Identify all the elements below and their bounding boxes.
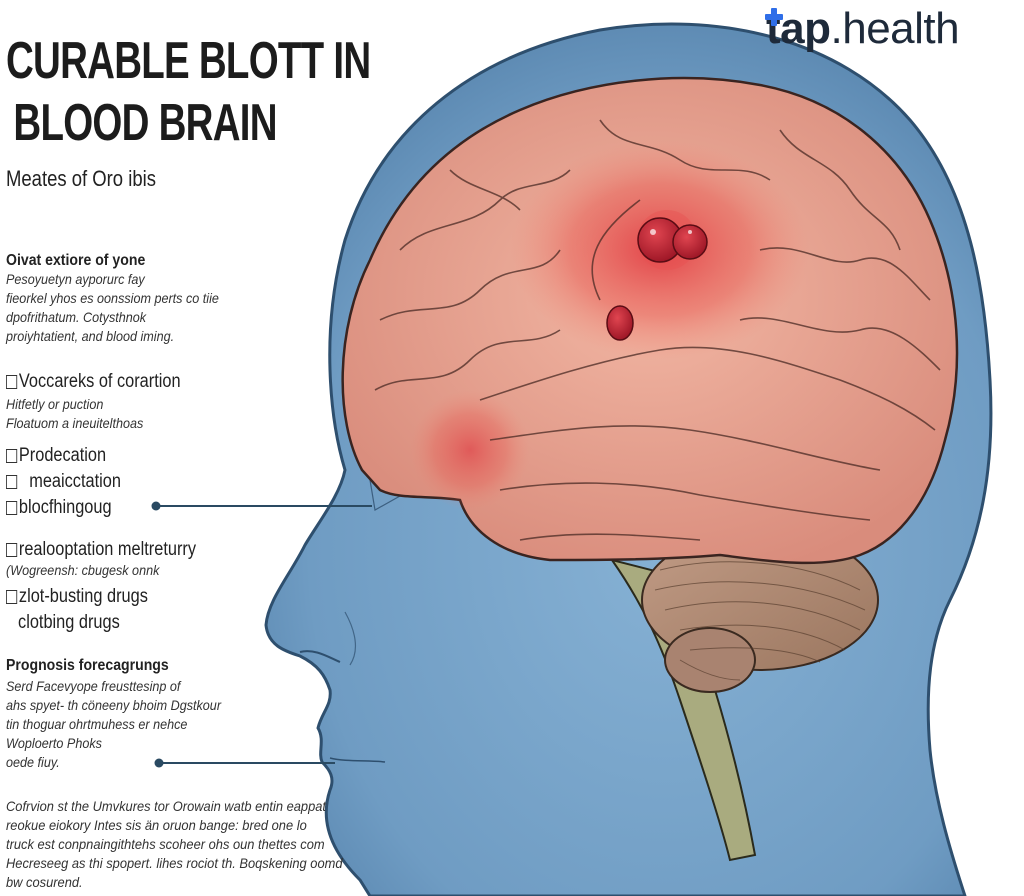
paragraph-line: Cofrvion st the Umvkures tor Orowain wat…: [6, 798, 327, 814]
paragraph-line: Hecreseeg as thi spopert. lihes rociot t…: [6, 855, 343, 871]
logo-tap: tap: [765, 4, 831, 53]
paragraph-line: reokue eiokory Intes sis än oruon bange:…: [6, 817, 307, 833]
section-line: fieorkel yhos es oonssiom perts co tiie: [6, 290, 219, 306]
section-line: Serd Facevyope freusttesinp of: [6, 678, 181, 694]
section-line: oede fiuy.: [6, 754, 60, 770]
logo-health: .health: [830, 4, 960, 53]
checkbox-icon: [6, 375, 18, 389]
title-line-1: CURABLE BLOTT IN: [6, 32, 371, 90]
checkbox-icon: [6, 475, 18, 489]
section-line: ahs spyet- th cöneeny bhoim Dgstkour: [6, 697, 222, 713]
section-heading: Prognosis forecagrungs: [6, 657, 169, 674]
checklist-heading: Voccareks of corartion: [6, 369, 181, 395]
section-heading: Oivat extiore of yone: [6, 252, 146, 269]
section-prognosis: Prognosis forecagrungs Serd Facevyope fr…: [6, 657, 245, 772]
checklist: Prodecation meaicctation blocfhingoug: [6, 443, 140, 521]
checkbox-icon: [6, 501, 18, 515]
checklist-note: (Wogreensh: cbugesk onnk: [6, 562, 160, 578]
checkbox-icon: [6, 590, 18, 604]
checklist-item: meaicctation: [6, 469, 121, 495]
section-line: Woploerto Phoks: [6, 735, 102, 751]
section-causes: Voccareks of corartion Hitfetly or pucti…: [6, 369, 209, 433]
section-line: dpofrithatum. Cotysthnok: [6, 309, 147, 325]
section-overview: Oivat extiore of yone Pesoyuetyn ayporur…: [6, 252, 243, 346]
title-line-2: BLOOD BRAIN: [13, 94, 277, 152]
tap-health-logo: tap.health: [765, 4, 960, 54]
checklist-item: clotbing drugs: [18, 612, 120, 633]
footer-paragraph: Cofrvion st the Umvkures tor Orowain wat…: [6, 797, 372, 892]
section-line: proiyhtatient, and blood iming.: [6, 328, 175, 344]
checkbox-icon: [6, 543, 18, 557]
checklist-item: Prodecation: [6, 443, 121, 469]
checklist-item: realooptation meltreturry: [6, 537, 196, 563]
section-line: Pesoyuetyn ayporurc fay: [6, 271, 145, 287]
paragraph-line: truck est conpnaingithtehs scoheer ohs o…: [6, 836, 325, 852]
subtitle: Meates of Oro ibis: [6, 166, 156, 191]
paragraph-line: bw cosurend.: [6, 874, 83, 890]
section-line: Hitfetly or puction: [6, 396, 104, 412]
checkbox-icon: [6, 449, 18, 463]
plus-icon: [765, 8, 783, 26]
treatment-checklist: realooptation meltreturry (Wogreensh: cb…: [6, 537, 227, 636]
section-line: tin thoguar ohrtmuhess er nehce: [6, 716, 188, 732]
checklist-item: zlot-busting drugs: [6, 584, 196, 610]
page-title: CURABLE BLOTT IN BLOOD BRAIN: [6, 30, 371, 154]
section-line: Floatuom a ineuitelthoas: [6, 415, 144, 431]
checklist-item: blocfhingoug: [6, 495, 121, 521]
